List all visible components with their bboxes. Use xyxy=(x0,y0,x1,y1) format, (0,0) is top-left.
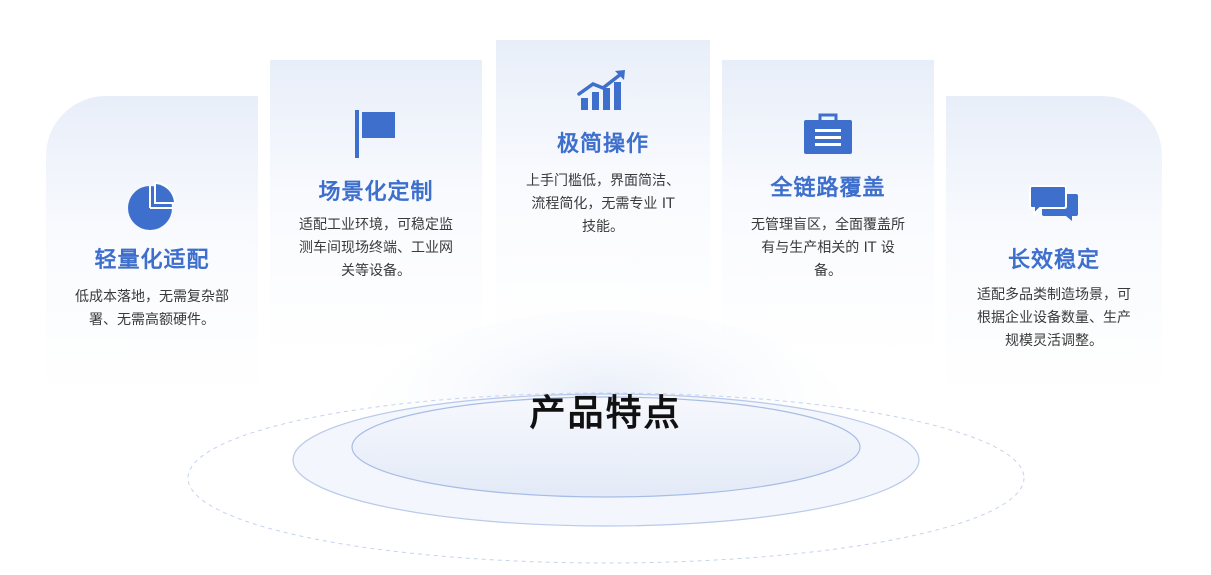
feature-description: 低成本落地，无需复杂部署、无需高额硬件。 xyxy=(75,289,229,328)
feature-title: 场景化定制 xyxy=(318,180,434,205)
feature-card-coverage: 全链路覆盖 无管理盲区，全面覆盖所有与生产相关的 IT 设备。 xyxy=(722,60,934,360)
flag-icon xyxy=(355,110,395,158)
feature-description: 上手门槛低，界面简洁、流程简化，无需专业 IT 技能。 xyxy=(526,173,680,235)
feature-title: 全链路覆盖 xyxy=(770,176,886,201)
feature-card-scenario: 场景化定制 适配工业环境，可稳定监测车间现场终端、工业网关等设备。 xyxy=(270,60,482,360)
feature-description: 适配工业环境，可稳定监测车间现场终端、工业网关等设备。 xyxy=(299,217,453,279)
trending-up-chart-icon xyxy=(577,70,625,110)
chat-bubbles-icon xyxy=(1029,185,1078,221)
feature-card-simple: 极简操作 上手门槛低，界面简洁、流程简化，无需专业 IT 技能。 xyxy=(496,40,710,340)
feature-description: 适配多品类制造场景，可根据企业设备数量、生产规模灵活调整。 xyxy=(977,287,1131,349)
feature-card-lightweight: 轻量化适配 低成本落地，无需复杂部署、无需高额硬件。 xyxy=(46,96,258,396)
feature-card-stable: 长效稳定 适配多品类制造场景，可根据企业设备数量、生产规模灵活调整。 xyxy=(946,96,1162,396)
pie-chart-icon xyxy=(128,182,176,230)
briefcase-icon xyxy=(804,113,852,154)
feature-title: 长效稳定 xyxy=(1007,248,1100,273)
feature-title: 轻量化适配 xyxy=(94,248,210,273)
feature-title: 极简操作 xyxy=(556,132,649,157)
section-heading: 产品特点 xyxy=(529,393,682,434)
feature-description: 无管理盲区，全面覆盖所有与生产相关的 IT 设备。 xyxy=(751,217,905,279)
